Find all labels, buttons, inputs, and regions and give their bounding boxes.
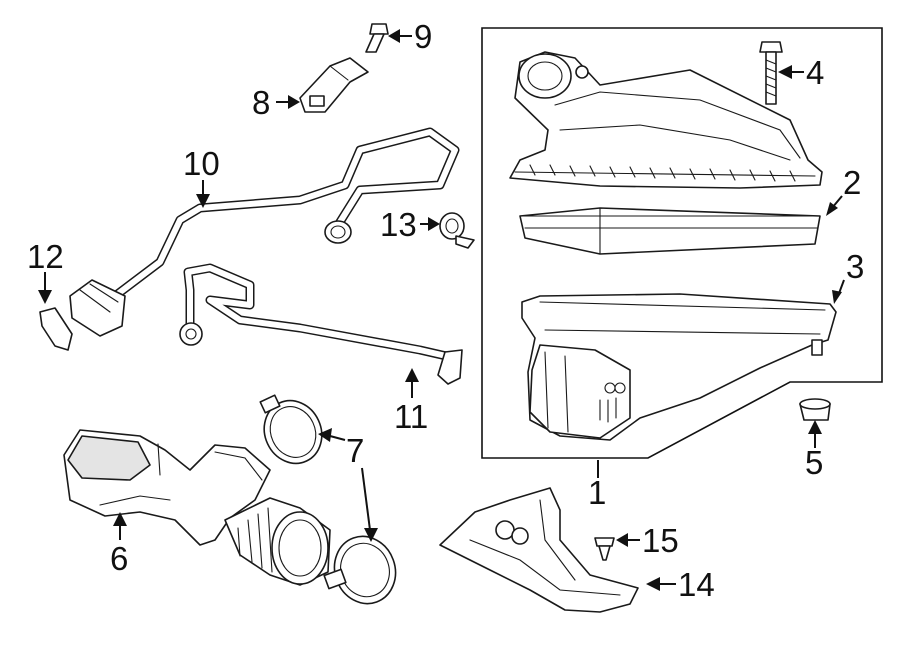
callout-15: 15: [642, 522, 679, 559]
grommet-part-5: [799, 398, 831, 421]
air-filter-element: [519, 207, 821, 255]
hose-clamp-upper: [259, 394, 323, 465]
callout-7: 7: [346, 432, 364, 469]
callout-labels: 1 2 3 4 5 6 7 8 9 10 11 12 13 14 15: [27, 18, 864, 603]
mass-airflow-sensor: [299, 57, 369, 113]
clip-part-13: [439, 212, 475, 249]
callout-9: 9: [414, 18, 432, 55]
callout-8: 8: [252, 84, 270, 121]
callout-6: 6: [110, 540, 128, 577]
callout-14: 14: [678, 566, 715, 603]
breather-hose-part-11: [179, 263, 463, 385]
air-intake-duct: [63, 429, 271, 546]
screw-part-9: [365, 23, 389, 53]
hose-clamp-lower: [323, 535, 397, 605]
callout-11: 11: [394, 398, 428, 435]
air-cleaner-lid: [509, 51, 823, 189]
callout-13: 13: [380, 206, 417, 243]
callout-1: 1: [588, 474, 606, 511]
bellows-hose: [224, 497, 331, 586]
bracket-part-14: [439, 487, 639, 613]
vent-hose-part-10: [69, 127, 460, 337]
callout-2: 2: [843, 164, 861, 201]
assembly-box: [481, 27, 883, 459]
push-pin-part-15: [594, 537, 615, 561]
callout-5: 5: [805, 444, 823, 481]
bolt-part-4: [759, 41, 783, 105]
clip-part-12: [39, 307, 73, 351]
air-cleaner-lower-housing: [521, 293, 837, 441]
callout-12: 12: [27, 238, 64, 275]
leader-lines: [38, 29, 845, 591]
callout-3: 3: [846, 248, 864, 285]
callout-10: 10: [183, 145, 220, 182]
callout-4: 4: [806, 54, 824, 91]
